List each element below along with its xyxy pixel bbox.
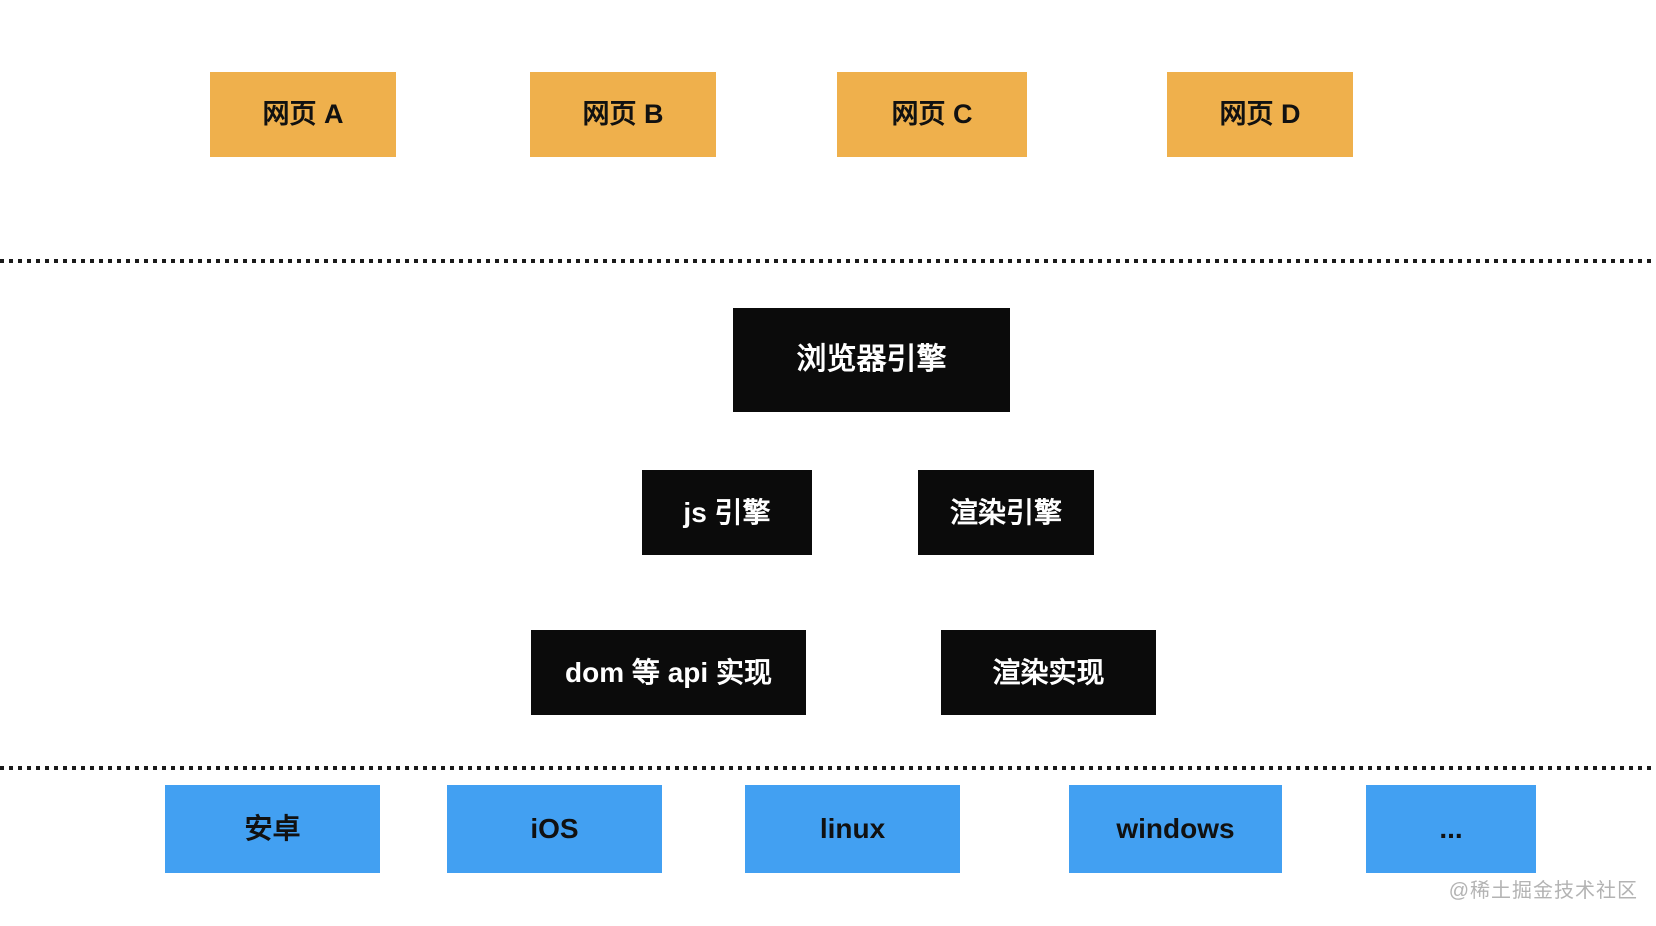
- webpage-a-box: 网页 A: [210, 72, 396, 157]
- os-ios-box: iOS: [447, 785, 662, 873]
- js-engine-box: js 引擎: [642, 470, 812, 555]
- webpage-c-box: 网页 C: [837, 72, 1027, 157]
- os-android-box: 安卓: [165, 785, 380, 873]
- browser-engine-box: 浏览器引擎: [733, 308, 1010, 412]
- render-engine-box: 渲染引擎: [918, 470, 1094, 555]
- os-linux-box: linux: [745, 785, 960, 873]
- juejin-watermark: @稀土掘金技术社区: [1448, 880, 1638, 902]
- os-more-box: ...: [1366, 785, 1536, 873]
- top-dotted-divider: [0, 259, 1656, 263]
- bottom-dotted-divider: [0, 766, 1656, 770]
- render-impl-box: 渲染实现: [941, 630, 1156, 715]
- os-windows-box: windows: [1069, 785, 1282, 873]
- dom-api-impl-box: dom 等 api 实现: [531, 630, 806, 715]
- webpage-d-box: 网页 D: [1167, 72, 1353, 157]
- webpage-b-box: 网页 B: [530, 72, 716, 157]
